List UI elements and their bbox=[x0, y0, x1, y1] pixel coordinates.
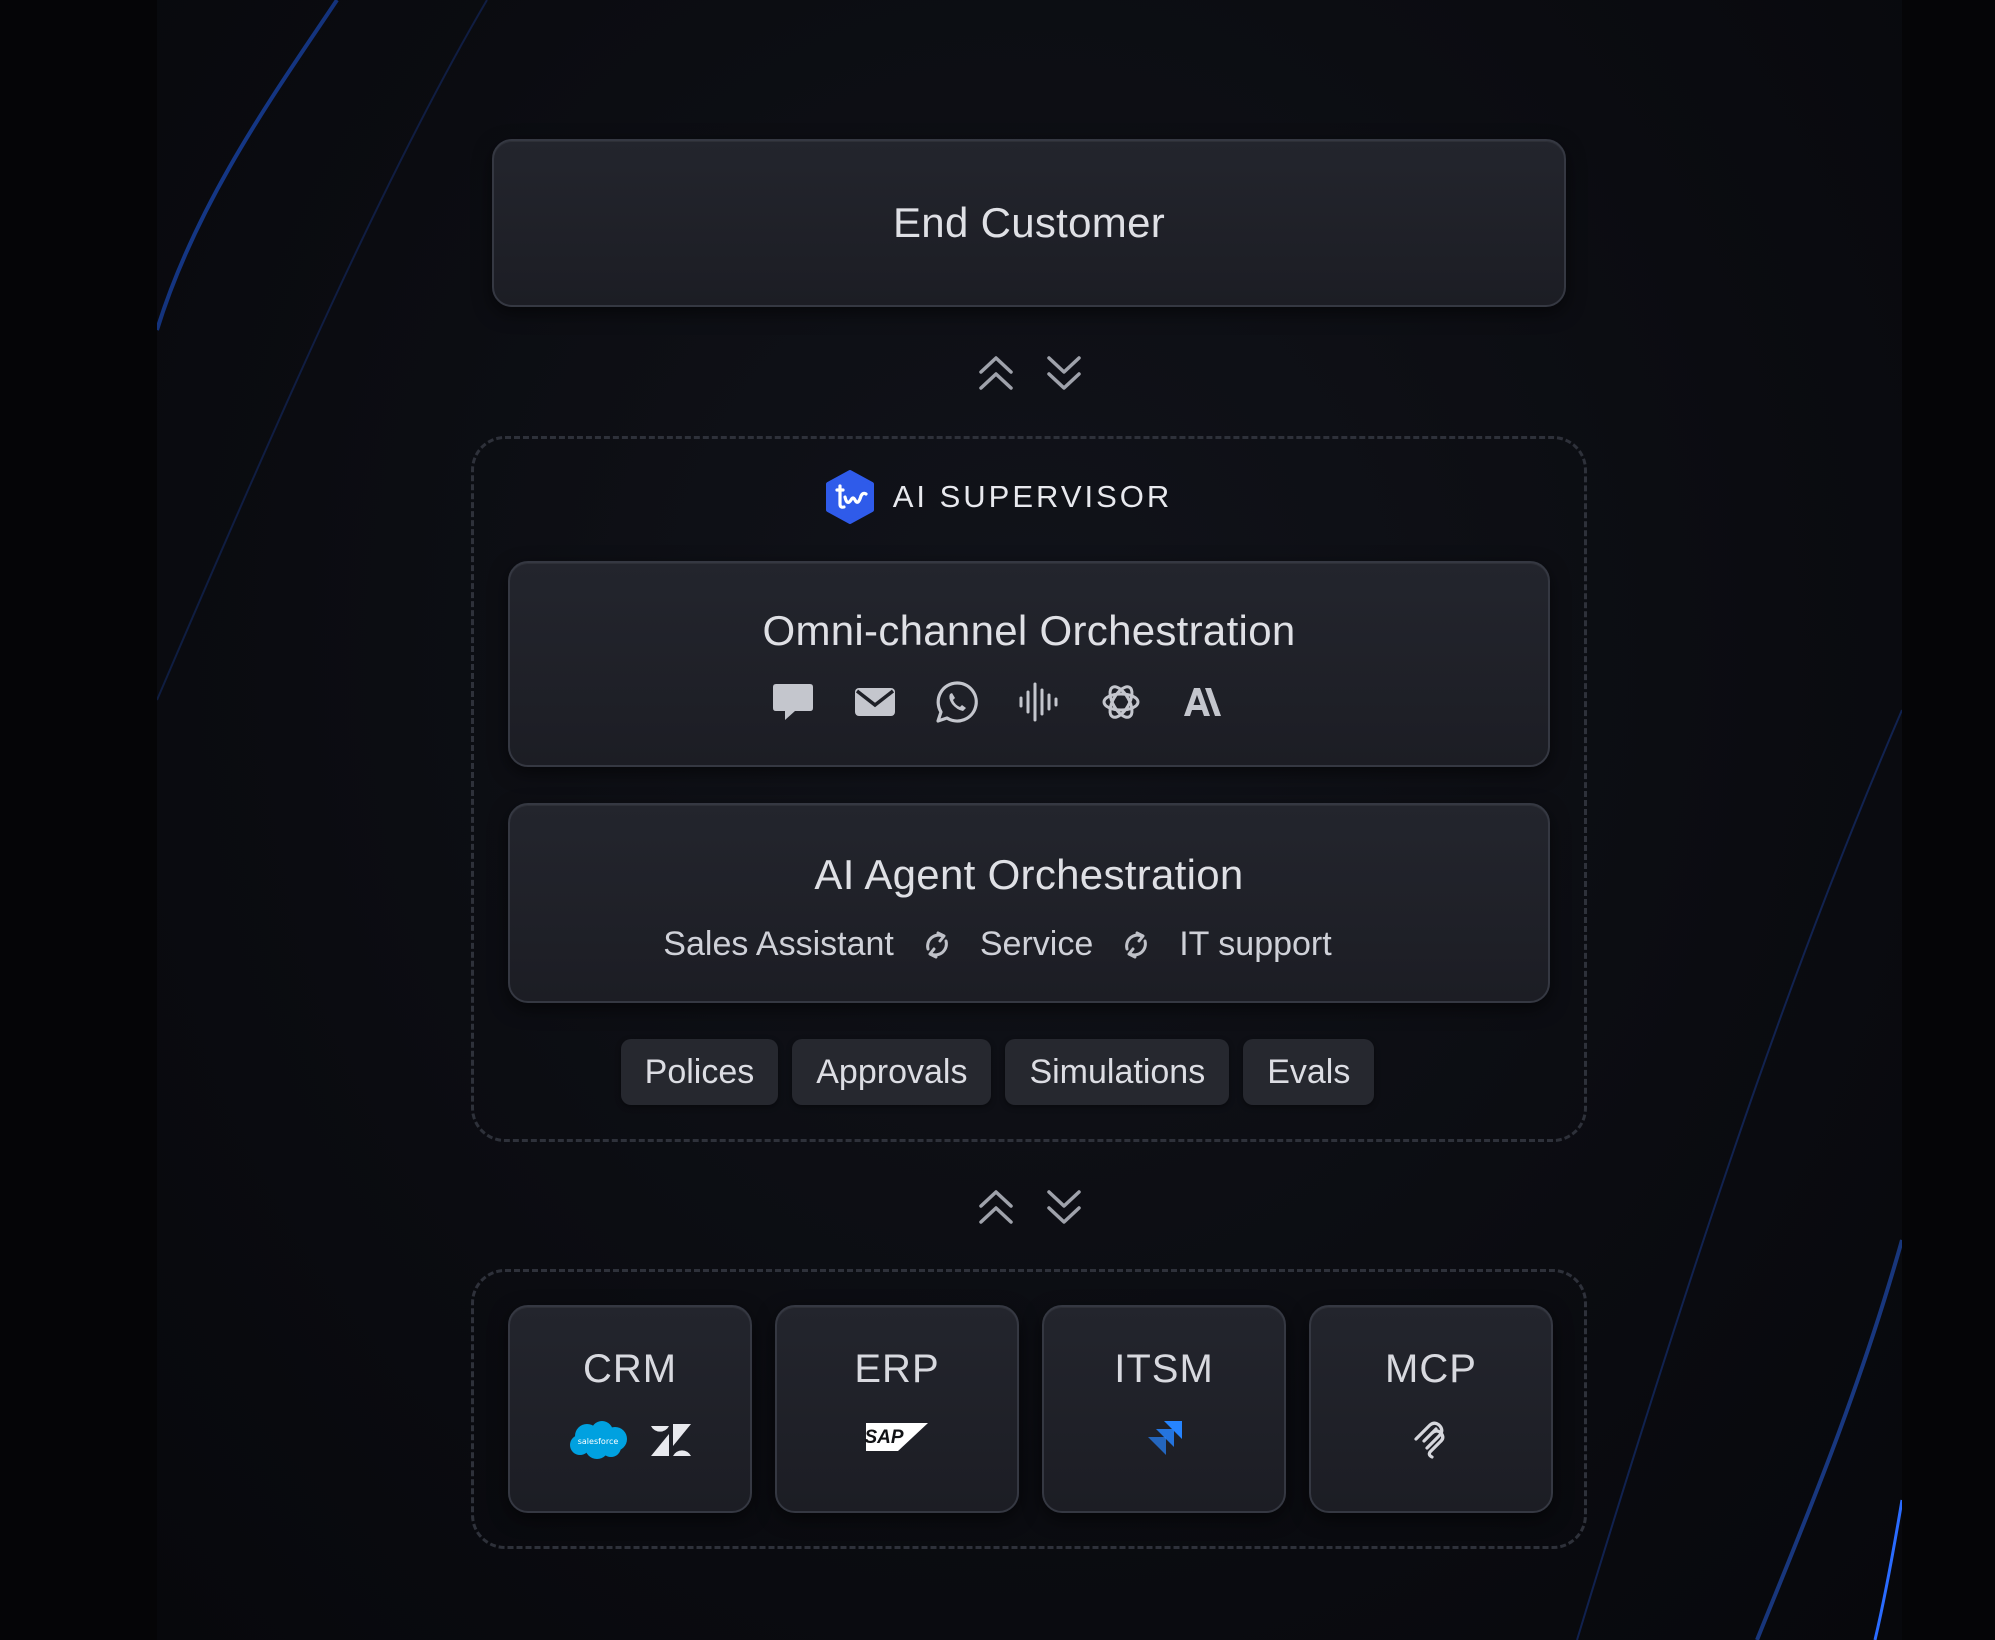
double-chevron-down-icon bbox=[1047, 1190, 1081, 1224]
ai-agent-orchestration-card: AI Agent Orchestration bbox=[508, 803, 1550, 1003]
system-title: ERP bbox=[854, 1347, 940, 1391]
sap-logo: SAP bbox=[864, 1423, 928, 1451]
chat-bubble-icon bbox=[772, 684, 813, 720]
ai-agent-orchestration-title: AI Agent Orchestration bbox=[814, 851, 1244, 898]
sync-icon bbox=[925, 931, 948, 958]
pill-simulations: Simulations bbox=[1005, 1039, 1230, 1105]
double-chevron-up-icon bbox=[979, 356, 1013, 390]
system-card-crm: CRM salesforce bbox=[508, 1305, 752, 1513]
agent-list: Sales Assistant Service IT support bbox=[0, 925, 1995, 964]
whatsapp-icon bbox=[935, 681, 978, 723]
omni-channel-title: Omni-channel Orchestration bbox=[762, 607, 1296, 654]
left-margin bbox=[0, 0, 157, 1640]
bidirectional-arrows bbox=[977, 1186, 1083, 1228]
sap-wordmark: SAP bbox=[864, 1427, 903, 1448]
system-card-erp: ERP SAP bbox=[775, 1305, 1019, 1513]
anthropic-icon bbox=[1183, 688, 1221, 716]
systems-container bbox=[471, 1269, 1587, 1549]
system-title: CRM bbox=[582, 1347, 678, 1391]
double-chevron-down-icon bbox=[1047, 356, 1081, 390]
openai-icon bbox=[1102, 685, 1139, 719]
right-margin bbox=[1902, 0, 1995, 1640]
channel-icons bbox=[0, 680, 1995, 724]
jira-logo bbox=[1148, 1421, 1182, 1455]
pill-evals: Evals bbox=[1243, 1039, 1375, 1105]
system-title: ITSM bbox=[1114, 1347, 1214, 1391]
system-title: MCP bbox=[1385, 1347, 1477, 1391]
email-icon bbox=[854, 688, 895, 716]
pill-approvals: Approvals bbox=[792, 1039, 992, 1105]
end-customer-title: End Customer bbox=[892, 199, 1166, 246]
ai-supervisor-header: AI SUPERVISOR bbox=[0, 470, 1995, 524]
system-card-itsm: ITSM bbox=[1042, 1305, 1286, 1513]
sync-icon bbox=[1125, 931, 1148, 958]
omni-channel-card: Omni-channel Orchestration bbox=[508, 561, 1550, 767]
ai-supervisor-label: AI SUPERVISOR bbox=[892, 479, 1173, 514]
mcp-logo bbox=[1414, 1421, 1445, 1459]
system-logos: salesforce bbox=[510, 1419, 750, 1461]
system-logos: SAP bbox=[777, 1419, 1017, 1455]
system-logos bbox=[1311, 1419, 1551, 1461]
voice-waveform-icon bbox=[1019, 682, 1057, 722]
bidirectional-arrows bbox=[977, 352, 1083, 394]
salesforce-logo: salesforce bbox=[570, 1421, 627, 1459]
pill-polices: Polices bbox=[620, 1039, 779, 1105]
system-logos bbox=[1044, 1419, 1284, 1459]
control-pills: Polices Approvals Simulations Evals bbox=[0, 1039, 1995, 1105]
agent-sales-assistant: Sales Assistant bbox=[663, 925, 894, 963]
agent-service: Service bbox=[979, 925, 1094, 963]
ai-supervisor-container bbox=[471, 436, 1587, 1142]
agent-it-support: IT support bbox=[1179, 925, 1332, 963]
salesforce-wordmark: salesforce bbox=[578, 1437, 619, 1446]
system-card-mcp: MCP bbox=[1309, 1305, 1553, 1513]
tw-logo-icon bbox=[825, 470, 874, 524]
double-chevron-up-icon bbox=[979, 1190, 1013, 1224]
zendesk-logo bbox=[651, 1424, 691, 1456]
end-customer-card: End Customer bbox=[492, 139, 1566, 307]
